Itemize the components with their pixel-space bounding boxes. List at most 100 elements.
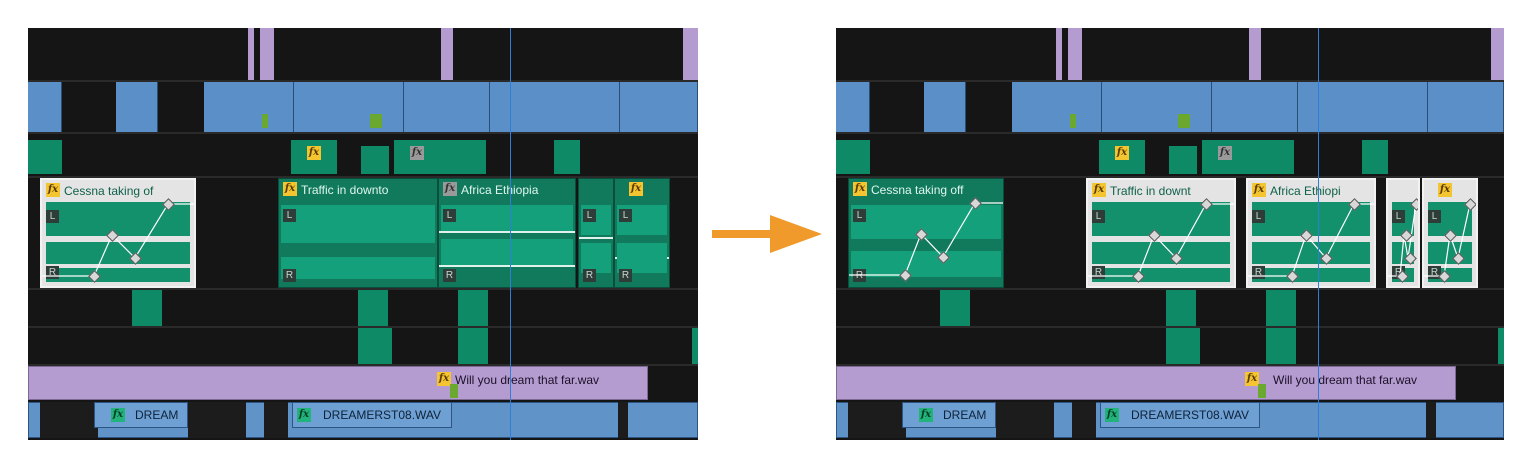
volume-keyframe-line[interactable] [1088, 180, 1236, 288]
video-clip[interactable] [620, 82, 698, 132]
video-clip[interactable] [1212, 82, 1298, 132]
dreamer-clip-title: DREAMERST08.WAV [323, 408, 442, 422]
audio-clip[interactable] [692, 328, 698, 364]
right-arrow-icon [712, 215, 822, 253]
audio-clip[interactable] [1498, 328, 1504, 364]
dream-clip-title: DREAM [943, 408, 987, 422]
video-clip[interactable] [28, 82, 62, 132]
audio-clip[interactable] [358, 328, 392, 364]
video-clip[interactable] [836, 82, 870, 132]
audio-clip[interactable] [554, 140, 580, 174]
clip-traffic[interactable]: fx Traffic in downto L R [278, 178, 438, 288]
transition-marker[interactable] [248, 28, 254, 80]
right-channel-label: R [583, 269, 596, 282]
left-channel-label: L [443, 209, 456, 222]
transition-marker[interactable] [1068, 28, 1082, 80]
transition-marker[interactable] [441, 28, 453, 80]
music-clip[interactable]: fx Will you dream that far.wav [836, 366, 1456, 400]
audio-clip[interactable] [361, 146, 389, 174]
audio-clip[interactable]: fx [394, 140, 486, 174]
dreamer-clip[interactable]: fx DREAMERST08.WAV [292, 402, 452, 428]
fx-badge-icon: fx [1218, 146, 1232, 160]
left-channel-label: L [1252, 210, 1265, 223]
clip-title: Traffic in downto [301, 183, 389, 197]
dream-clip-title: DREAM [135, 408, 179, 422]
dream-clip[interactable]: fx DREAM [902, 402, 996, 428]
clip-cessna[interactable]: fx Cessna taking of L R [40, 178, 196, 288]
audio-clip[interactable] [1266, 290, 1296, 326]
left-channel-label: L [853, 209, 866, 222]
video-clip[interactable] [1012, 82, 1102, 132]
transition-marker[interactable] [1056, 28, 1062, 80]
audio-clip[interactable] [1166, 328, 1200, 364]
audio-clip[interactable] [132, 290, 162, 326]
clip-title: Cessna taking off [871, 183, 964, 197]
video-clip[interactable] [490, 82, 620, 132]
right-channel-label: R [619, 269, 632, 282]
fx-badge-icon: fx [1245, 372, 1259, 386]
video-clip[interactable] [294, 82, 404, 132]
fx-badge-icon: fx [629, 182, 643, 196]
fx-badge-icon: fx [853, 182, 867, 196]
audio-clip[interactable] [458, 290, 488, 326]
left-channel-label: L [583, 209, 596, 222]
clip-small2[interactable]: fx L R [614, 178, 670, 288]
audio-clip[interactable] [1166, 290, 1196, 326]
audio-clip[interactable]: fx [1202, 140, 1294, 174]
transition-marker[interactable] [1249, 28, 1261, 80]
music-clip[interactable]: fx Will you dream that far.wav [28, 366, 648, 400]
dreamer-clip-title: DREAMERST08.WAV [1131, 408, 1250, 422]
fx-badge-icon: fx [283, 182, 297, 196]
fx-badge-icon: fx [1092, 183, 1106, 197]
dream-clip[interactable]: fx DREAM [94, 402, 188, 428]
fx-badge-icon: fx [1105, 408, 1119, 422]
fx-badge-icon: fx [307, 146, 321, 160]
marker [1070, 114, 1076, 128]
left-channel-label: L [1392, 210, 1405, 223]
clip-africa[interactable]: fx Africa Ethiopia L R [438, 178, 576, 288]
clip-africa[interactable]: fx Africa Ethiopi L R [1246, 178, 1376, 288]
video-clip[interactable] [1102, 82, 1212, 132]
fx-badge-icon: fx [410, 146, 424, 160]
video-clip[interactable] [116, 82, 158, 132]
fx-badge-icon: fx [919, 408, 933, 422]
audio-clip[interactable] [940, 290, 970, 326]
transition-marker[interactable] [683, 28, 698, 80]
audio-clip[interactable]: fx [291, 140, 337, 174]
audio-clip[interactable] [1169, 146, 1197, 174]
audio-clip[interactable] [458, 328, 488, 364]
video-clip[interactable] [1428, 82, 1504, 132]
volume-keyframe-line[interactable] [42, 180, 196, 288]
clip-small[interactable]: L R [578, 178, 614, 288]
audio-clip[interactable] [1266, 328, 1296, 364]
video-clip[interactable] [404, 82, 490, 132]
playhead[interactable] [1318, 28, 1319, 440]
clip-title: Africa Ethiopia [461, 183, 539, 197]
dreamer-clip[interactable]: fx DREAMERST08.WAV [1100, 402, 1260, 428]
video-clip[interactable] [1298, 82, 1428, 132]
transition-marker[interactable] [1491, 28, 1504, 80]
marker [1258, 384, 1266, 398]
audio-clip[interactable] [358, 290, 388, 326]
audio-clip[interactable] [1362, 140, 1388, 174]
left-channel-label: L [1428, 210, 1441, 223]
marker [370, 114, 382, 128]
clip-small[interactable]: L R [1386, 178, 1420, 288]
marker [450, 384, 458, 398]
video-clip[interactable] [924, 82, 966, 132]
clip-traffic[interactable]: fx Traffic in downt L R [1086, 178, 1236, 288]
music-clip-title: Will you dream that far.wav [455, 373, 600, 387]
left-channel-label: L [619, 209, 632, 222]
timeline-after: fx fx fx Cessna taking off L R fx Traffi… [836, 28, 1504, 440]
fx-badge-icon: fx [443, 182, 457, 196]
clip-cessna[interactable]: fx Cessna taking off L R [848, 178, 1004, 288]
audio-clip[interactable] [836, 140, 870, 174]
audio-clip[interactable]: fx [1099, 140, 1145, 174]
fx-badge-icon: fx [1115, 146, 1129, 160]
video-clip[interactable] [204, 82, 294, 132]
clip-small2[interactable]: fx L R [1422, 178, 1478, 288]
transition-marker[interactable] [260, 28, 274, 80]
clip-title: Africa Ethiopi [1270, 184, 1341, 198]
audio-clip[interactable] [28, 140, 62, 174]
playhead[interactable] [510, 28, 511, 440]
